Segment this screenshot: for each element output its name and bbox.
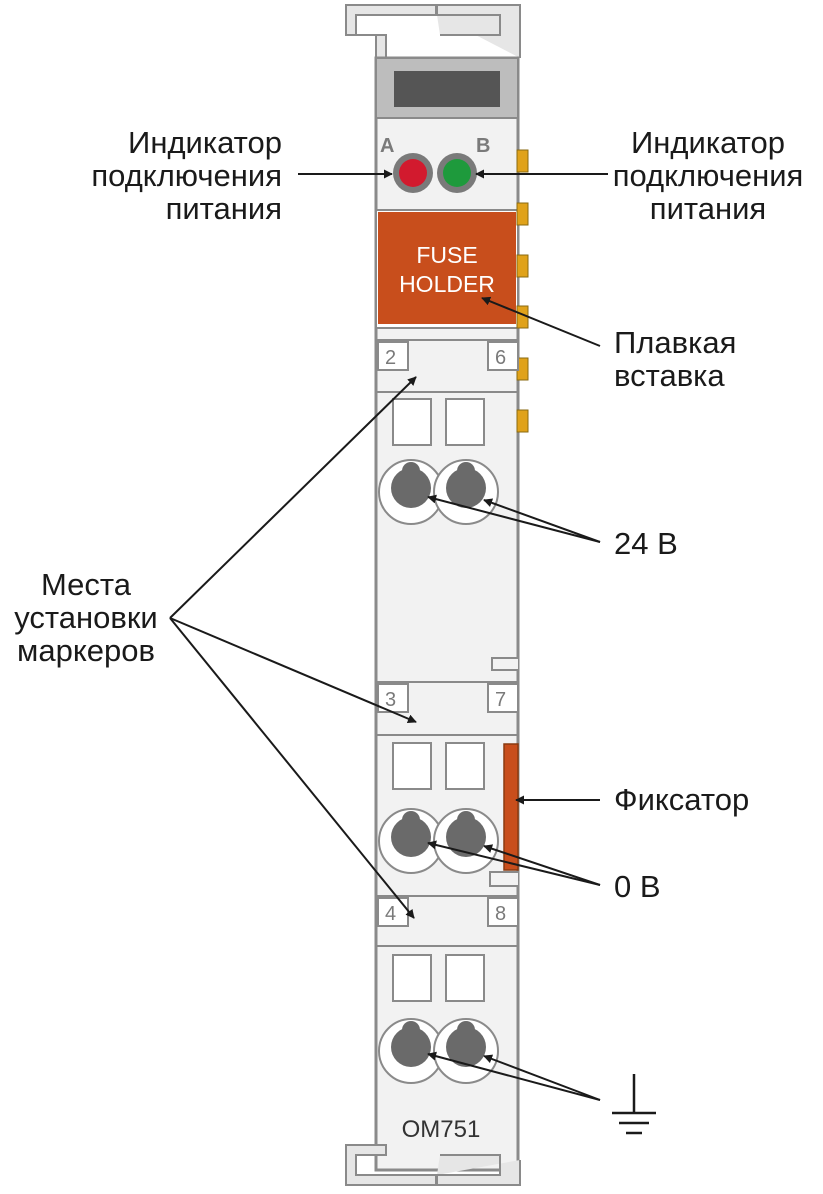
wire-clamp-3b[interactable] — [446, 1027, 486, 1067]
fuse-label-2: HOLDER — [399, 271, 495, 297]
wire-clamp-3a[interactable] — [391, 1027, 431, 1067]
marker-number-6: 6 — [495, 347, 506, 369]
led-a-letter: A — [380, 135, 394, 157]
wire-clamp-2a[interactable] — [391, 817, 431, 857]
release-slot-2a[interactable] — [392, 742, 432, 790]
label-line: питания — [649, 191, 767, 226]
marker-number-4: 4 — [385, 903, 396, 925]
led-b — [443, 159, 471, 187]
label-line: подключения — [91, 158, 282, 193]
label-line: Индикатор — [128, 125, 282, 160]
voltage-0v-label: 0 В — [614, 869, 661, 904]
ground-icon — [612, 1074, 656, 1135]
release-slot-1a[interactable] — [392, 398, 432, 446]
body-notch — [491, 657, 518, 671]
led-indicator-label-right: Индикатор подключения питания — [598, 126, 818, 225]
marker-number-8: 8 — [495, 903, 506, 925]
label-line: Индикатор — [631, 125, 785, 160]
label-line: установки — [14, 600, 158, 635]
marker-box-8 — [487, 897, 519, 927]
label-line: маркеров — [17, 633, 155, 668]
din-clip-top — [345, 4, 521, 58]
latch-notch — [489, 871, 518, 887]
marker-box-7 — [487, 683, 519, 713]
led-indicator-label-left: Индикатор подключения питания — [10, 126, 282, 225]
fuse-label-1: FUSE — [416, 242, 477, 268]
leader-lines — [169, 169, 608, 1101]
label-line: вставка — [614, 358, 725, 393]
label-line: Места — [40, 567, 131, 602]
wire-clamp-2b[interactable] — [446, 817, 486, 857]
led-a — [399, 159, 427, 187]
release-slot-2b[interactable] — [445, 742, 485, 790]
release-slot-3b[interactable] — [445, 954, 485, 1002]
side-tabs — [516, 149, 529, 433]
label-line: питания — [165, 191, 282, 226]
marker-box-6 — [487, 341, 519, 371]
fuse-label: Плавкая вставка — [614, 326, 814, 392]
led-b-letter: B — [476, 135, 490, 157]
release-slot-1b[interactable] — [445, 398, 485, 446]
model-label: OM751 — [402, 1116, 481, 1143]
din-clip-bottom — [345, 1144, 521, 1186]
release-slot-3a[interactable] — [392, 954, 432, 1002]
latch-label: Фиксатор — [614, 782, 750, 817]
markers-label: Места установки маркеров — [0, 568, 172, 667]
label-line: Плавкая — [614, 325, 737, 360]
fuse-holder[interactable] — [378, 212, 516, 324]
marker-box-2 — [377, 341, 409, 371]
voltage-24v-label: 24 В — [614, 526, 678, 561]
label-line: подключения — [612, 158, 804, 193]
marker-number-3: 3 — [385, 689, 396, 711]
marker-number-7: 7 — [495, 689, 506, 711]
latch[interactable] — [503, 743, 519, 871]
display-window — [394, 71, 500, 107]
wire-clamp-1b[interactable] — [446, 468, 486, 508]
wire-clamp-1a[interactable] — [391, 468, 431, 508]
marker-number-2: 2 — [385, 347, 396, 369]
